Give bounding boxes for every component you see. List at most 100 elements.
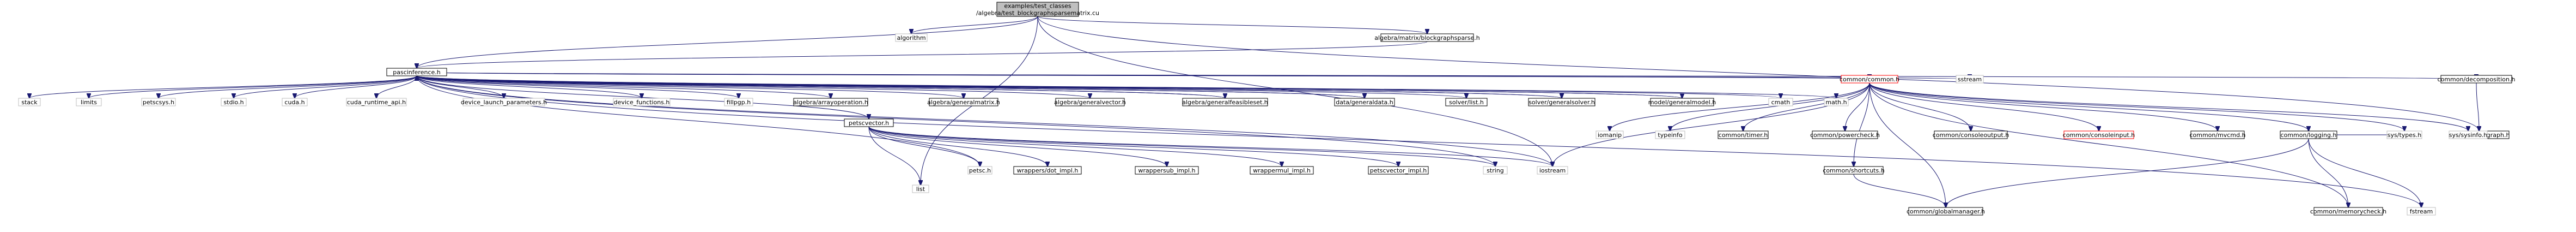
node-blockgraphsparse[interactable]: algebra/matrix/blockgraphsparse.h [1374,33,1480,42]
node-petscvector_impl[interactable]: petscvector_impl.h [1368,166,1429,175]
node-label-mvcmd: common/mvcmd.h [2189,132,2245,139]
edge-common-to-consoleinput [1869,82,2099,131]
node-fillpgp: fillpgp.h [724,98,753,106]
node-wrapperdot[interactable]: wrappers/dot_impl.h [1013,166,1082,175]
node-label-wrapperdot: wrappers/dot_impl.h [1017,167,1079,174]
edge-pascinference-to-generalvector [416,75,1090,98]
node-generalmodel[interactable]: model/generalmodel.h [1648,98,1716,106]
node-iomanip: iomanip [1595,130,1624,139]
node-petscsys: petscsys.h [141,98,176,106]
node-generalfeasibleset[interactable]: algebra/generalfeasibleset.h [1182,98,1268,106]
edge-generaldata-to-pascinference [417,76,1365,99]
edge-root-to-pascinference [417,16,1038,68]
node-label-cmath: cmath [1771,99,1791,106]
node-label-powercheck: common/powercheck.h [1810,132,1880,139]
node-list_h[interactable]: solver/list.h [1445,98,1488,106]
node-common[interactable]: common/common.h [1840,75,1899,84]
node-globalmanager[interactable]: common/globalmanager.h [1907,207,1985,216]
node-root[interactable]: examples/test_classes/algebra/test_block… [976,2,1099,17]
node-label-petscvector: petscvector.h [849,120,889,127]
node-math: math.h [1824,98,1849,106]
node-logging[interactable]: common/logging.h [2280,130,2337,139]
node-box-consoleoutput [1934,130,2008,139]
node-consoleoutput[interactable]: common/consoleoutput.h [1933,130,2009,139]
node-memorycheck[interactable]: common/memorycheck.h [2310,207,2386,216]
node-box-math [1824,98,1849,106]
node-box-arrayoperation [793,98,868,106]
edge-pascinference-to-iostream [416,75,1552,166]
node-cmath: cmath [1768,98,1793,106]
node-box-fillpgp [724,98,753,106]
node-label-generalsolver: solver/generalsolver.h [1528,99,1595,106]
node-box-list [912,185,929,193]
node-box-mvcmd [2190,130,2245,139]
node-systypes: sys/types.h [2386,130,2422,139]
edge-common-to-mvcmd [1869,82,2218,131]
node-box-generaldata [1334,98,1395,106]
node-generalmatrix[interactable]: algebra/generalmatrix.h [927,98,1000,106]
node-box-iomanip [1595,130,1624,139]
node-label-root: examples/test_classes [1004,3,1071,10]
node-timer[interactable]: common/timer.h [1718,130,1769,139]
node-box-limits [76,98,102,106]
node-generalvector[interactable]: algebra/generalvector.h [1054,98,1126,106]
edge-petscvector-to-petscvector_impl [868,126,1398,166]
node-wrappersub[interactable]: wrappersub_impl.h [1135,166,1199,175]
node-stdio: stdio.h [221,98,247,106]
node-box-logging [2280,130,2337,139]
node-consoleinput[interactable]: common/consoleinput.h [2063,130,2135,139]
node-sysinfo: sys/sysinfo.h [2449,130,2488,139]
node-label-typeinfo: typeinfo [1658,132,1682,139]
node-fstream: fstream [2407,207,2436,216]
node-label-limits: limits [81,99,97,106]
node-arrayoperation[interactable]: algebra/arrayoperation.h [793,98,868,106]
edge-common-to-iostream [1552,82,1870,166]
node-label-generalfeasibleset: algebra/generalfeasibleset.h [1182,99,1268,106]
node-box-wrappersub [1135,166,1199,175]
node-label-consoleoutput: common/consoleoutput.h [1933,132,2009,139]
edge-petscvector-to-string [868,126,1495,166]
node-label-device_launch_parameters: device_launch_parameters.h [461,99,547,106]
node-box-pascinference [386,68,447,76]
node-box-stack [18,98,41,106]
edges-layer [29,16,2479,207]
edge-pascinference-to-fstream [416,75,2421,207]
node-label-globalmanager: common/globalmanager.h [1907,208,1985,215]
nodes-layer: examples/test_classes/algebra/test_block… [18,2,2516,216]
node-label-iostream: iostream [1539,167,1566,174]
node-mvcmd[interactable]: common/mvcmd.h [2189,130,2246,139]
node-label-math: math.h [1825,99,1847,106]
node-box-device_functions [613,98,671,106]
node-stack: stack [18,98,41,106]
node-petscvector[interactable]: petscvector.h [844,118,894,127]
node-label-sysinfo: sys/sysinfo.h [2449,132,2488,139]
node-label-generaldata: data/generaldata.h [1336,99,1393,106]
node-decomposition[interactable]: common/decomposition.h [2438,75,2516,84]
edge-common-to-sysinfo [1869,82,2468,131]
edge-common-to-powercheck [1845,82,1870,131]
node-label-logging: common/logging.h [2281,132,2337,139]
node-generaldata[interactable]: data/generaldata.h [1334,98,1395,106]
node-powercheck[interactable]: common/powercheck.h [1810,130,1880,139]
node-box-device_launch_parameters [462,98,545,106]
edge-pascinference-to-device_functions [416,75,642,98]
node-box-generalvector [1055,98,1125,106]
node-box-powercheck [1812,130,1878,139]
node-algorithm: algorithm [895,33,928,42]
edge-petscvector-to-petsc [868,126,980,166]
edge-common-to-consoleoutput [1869,82,1971,131]
node-generalsolver[interactable]: solver/generalsolver.h [1528,98,1595,106]
node-box-cuda_runtime_api [346,98,407,106]
edge-generalfeasibleset-to-pascinference [417,76,1226,99]
node-shortcuts[interactable]: common/shortcuts.h [1823,166,1885,175]
node-wrappermul[interactable]: wrappermul_impl.h [1250,166,1314,175]
node-label-memorycheck: common/memorycheck.h [2310,208,2386,215]
node-box-shortcuts [1824,166,1884,175]
node-label-common: common/common.h [1840,76,1899,83]
edge-petscvector-to-list [868,126,921,185]
node-box-string [1483,166,1508,175]
node-box-generalsolver [1528,98,1595,106]
node-pascinference[interactable]: pascinference.h [386,68,447,76]
node-label-list_h: solver/list.h [1449,99,1484,106]
